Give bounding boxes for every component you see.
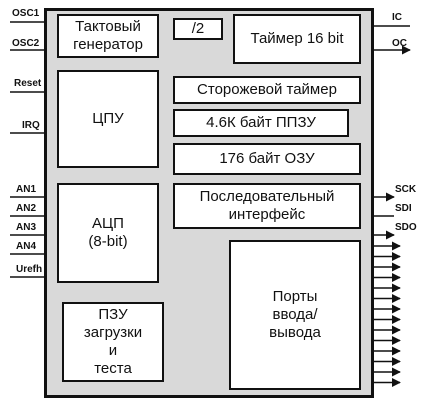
pin-osc1: OSC1 [12,8,40,19]
pin-oc: OC [392,38,407,49]
boot-rom-label: ПЗУ загрузки и теста [83,306,143,377]
cpu-label: ЦПУ [92,110,124,127]
pin-an2: AN2 [16,203,37,214]
cpu-block: ЦПУ [57,70,159,168]
pin-urefh: Urefh [16,264,43,275]
timer-block: Таймер 16 bit [233,14,361,64]
eprom-label: 4.6К байт ППЗУ [206,114,316,131]
clock-generator-label: Тактовый генератор [73,18,143,53]
pin-an1: AN1 [16,184,37,195]
pin-sdi: SDI [395,203,412,214]
boot-rom-block: ПЗУ загрузки и теста [62,302,164,382]
pin-ic: IC [392,12,402,23]
adc-block: АЦП (8-bit) [57,183,159,283]
eprom-block: 4.6К байт ППЗУ [173,109,349,137]
adc-label: АЦП (8-bit) [88,215,128,250]
timer-label: Таймер 16 bit [250,30,344,47]
ram-label: 176 байт ОЗУ [219,150,315,167]
divider-block: /2 [173,18,223,40]
pin-sck: SCK [395,184,417,195]
divider-label: /2 [191,20,205,37]
io-ports-block: Порты ввода/ вывода [229,240,361,390]
serial-interface-label: Последовательный интерфейс [199,188,335,223]
pin-irq: IRQ [22,120,40,131]
pin-reset: Reset [14,78,42,89]
pin-an4: AN4 [16,241,37,252]
pin-an3: AN3 [16,222,37,233]
clock-generator-block: Тактовый генератор [57,14,159,58]
pin-osc2: OSC2 [12,38,40,49]
ram-block: 176 байт ОЗУ [173,143,361,175]
watchdog-label: Сторожевой таймер [197,81,337,98]
watchdog-block: Сторожевой таймер [173,76,361,104]
serial-interface-block: Последовательный интерфейс [173,183,361,229]
io-ports-label: Порты ввода/ вывода [269,288,321,341]
pin-sdo: SDO [395,222,417,233]
